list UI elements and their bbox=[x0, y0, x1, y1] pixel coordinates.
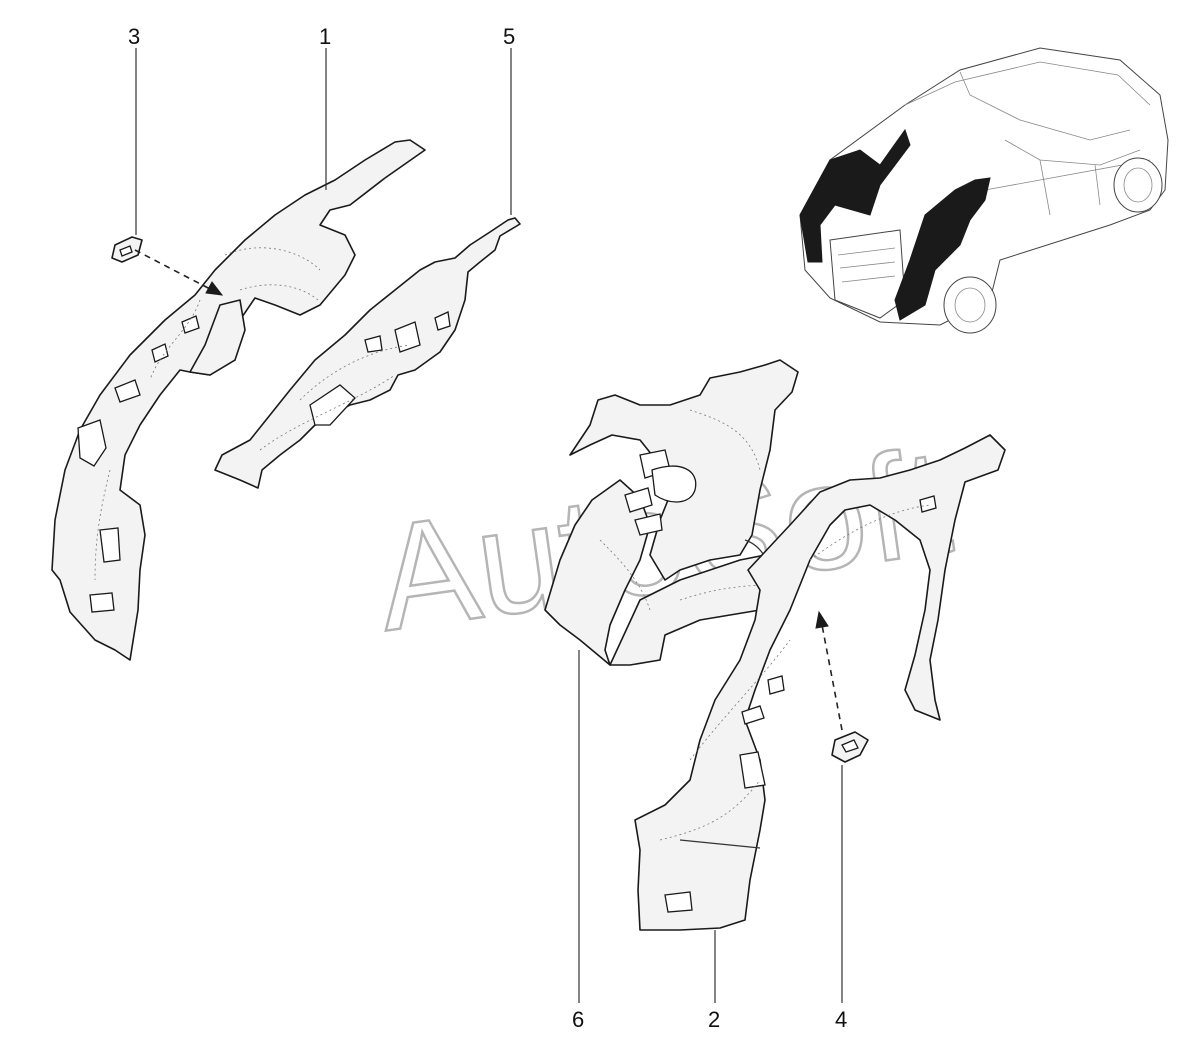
callout-leaders bbox=[135, 48, 843, 1003]
callout-1: 1 bbox=[319, 24, 331, 49]
part-3-clip bbox=[111, 236, 143, 263]
part-4-clip bbox=[831, 731, 869, 763]
part-6-panel bbox=[544, 359, 799, 666]
callout-6: 6 bbox=[572, 1007, 584, 1032]
assembly-arrow-3-to-1 bbox=[134, 249, 224, 296]
callout-2: 2 bbox=[708, 1007, 720, 1032]
part-2-panel bbox=[634, 434, 1006, 931]
part-1-panel bbox=[51, 139, 426, 661]
callout-3: 3 bbox=[128, 24, 140, 49]
callout-4: 4 bbox=[835, 1007, 847, 1032]
part-5-panel bbox=[214, 217, 521, 489]
assembly-arrow-4-to-2 bbox=[815, 610, 843, 731]
callout-5: 5 bbox=[503, 24, 515, 49]
car-overview-illustration bbox=[799, 47, 1169, 334]
